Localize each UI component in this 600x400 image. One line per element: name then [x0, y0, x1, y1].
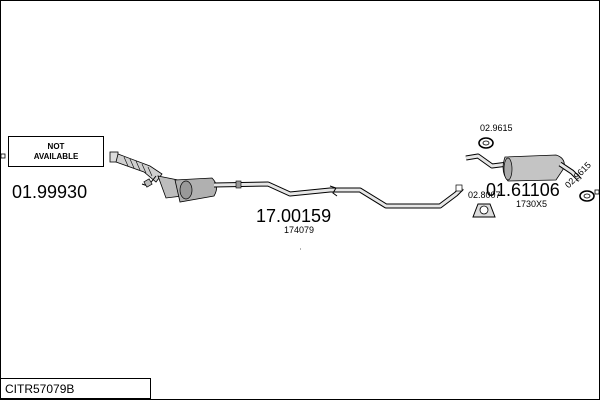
hanger-02-9615-top [478, 137, 494, 149]
edge-marker-right [594, 189, 600, 195]
not-available-line-1: NOT [47, 141, 65, 151]
diagram-code-box: CITR57079B [0, 378, 151, 399]
not-available-box: NOT AVAILABLE [8, 136, 104, 167]
edge-marker-left [0, 153, 6, 159]
fitting-label-02-8007: 02.8007 [468, 190, 501, 200]
rear-silencer [465, 153, 582, 182]
part-number-middle: 17.00159 [256, 206, 332, 226]
part-subnumber-middle: 174079 [284, 225, 315, 235]
part-subnumber-rear: 1730X5 [516, 199, 548, 209]
hanger-02-9615-right [579, 190, 595, 202]
diagram-code: CITR57079B [5, 382, 75, 396]
catalytic-converter [157, 175, 217, 203]
part-number-front: 01.99930 [12, 182, 88, 202]
gasket-02-8007 [472, 203, 496, 218]
not-available-line-2: AVAILABLE [33, 151, 79, 161]
part-number-rear: 01.61106 [486, 180, 560, 200]
fitting-label-02-9615-top: 02.9615 [480, 123, 513, 133]
middle-pipe [213, 180, 464, 209]
front-pipe [109, 151, 163, 188]
